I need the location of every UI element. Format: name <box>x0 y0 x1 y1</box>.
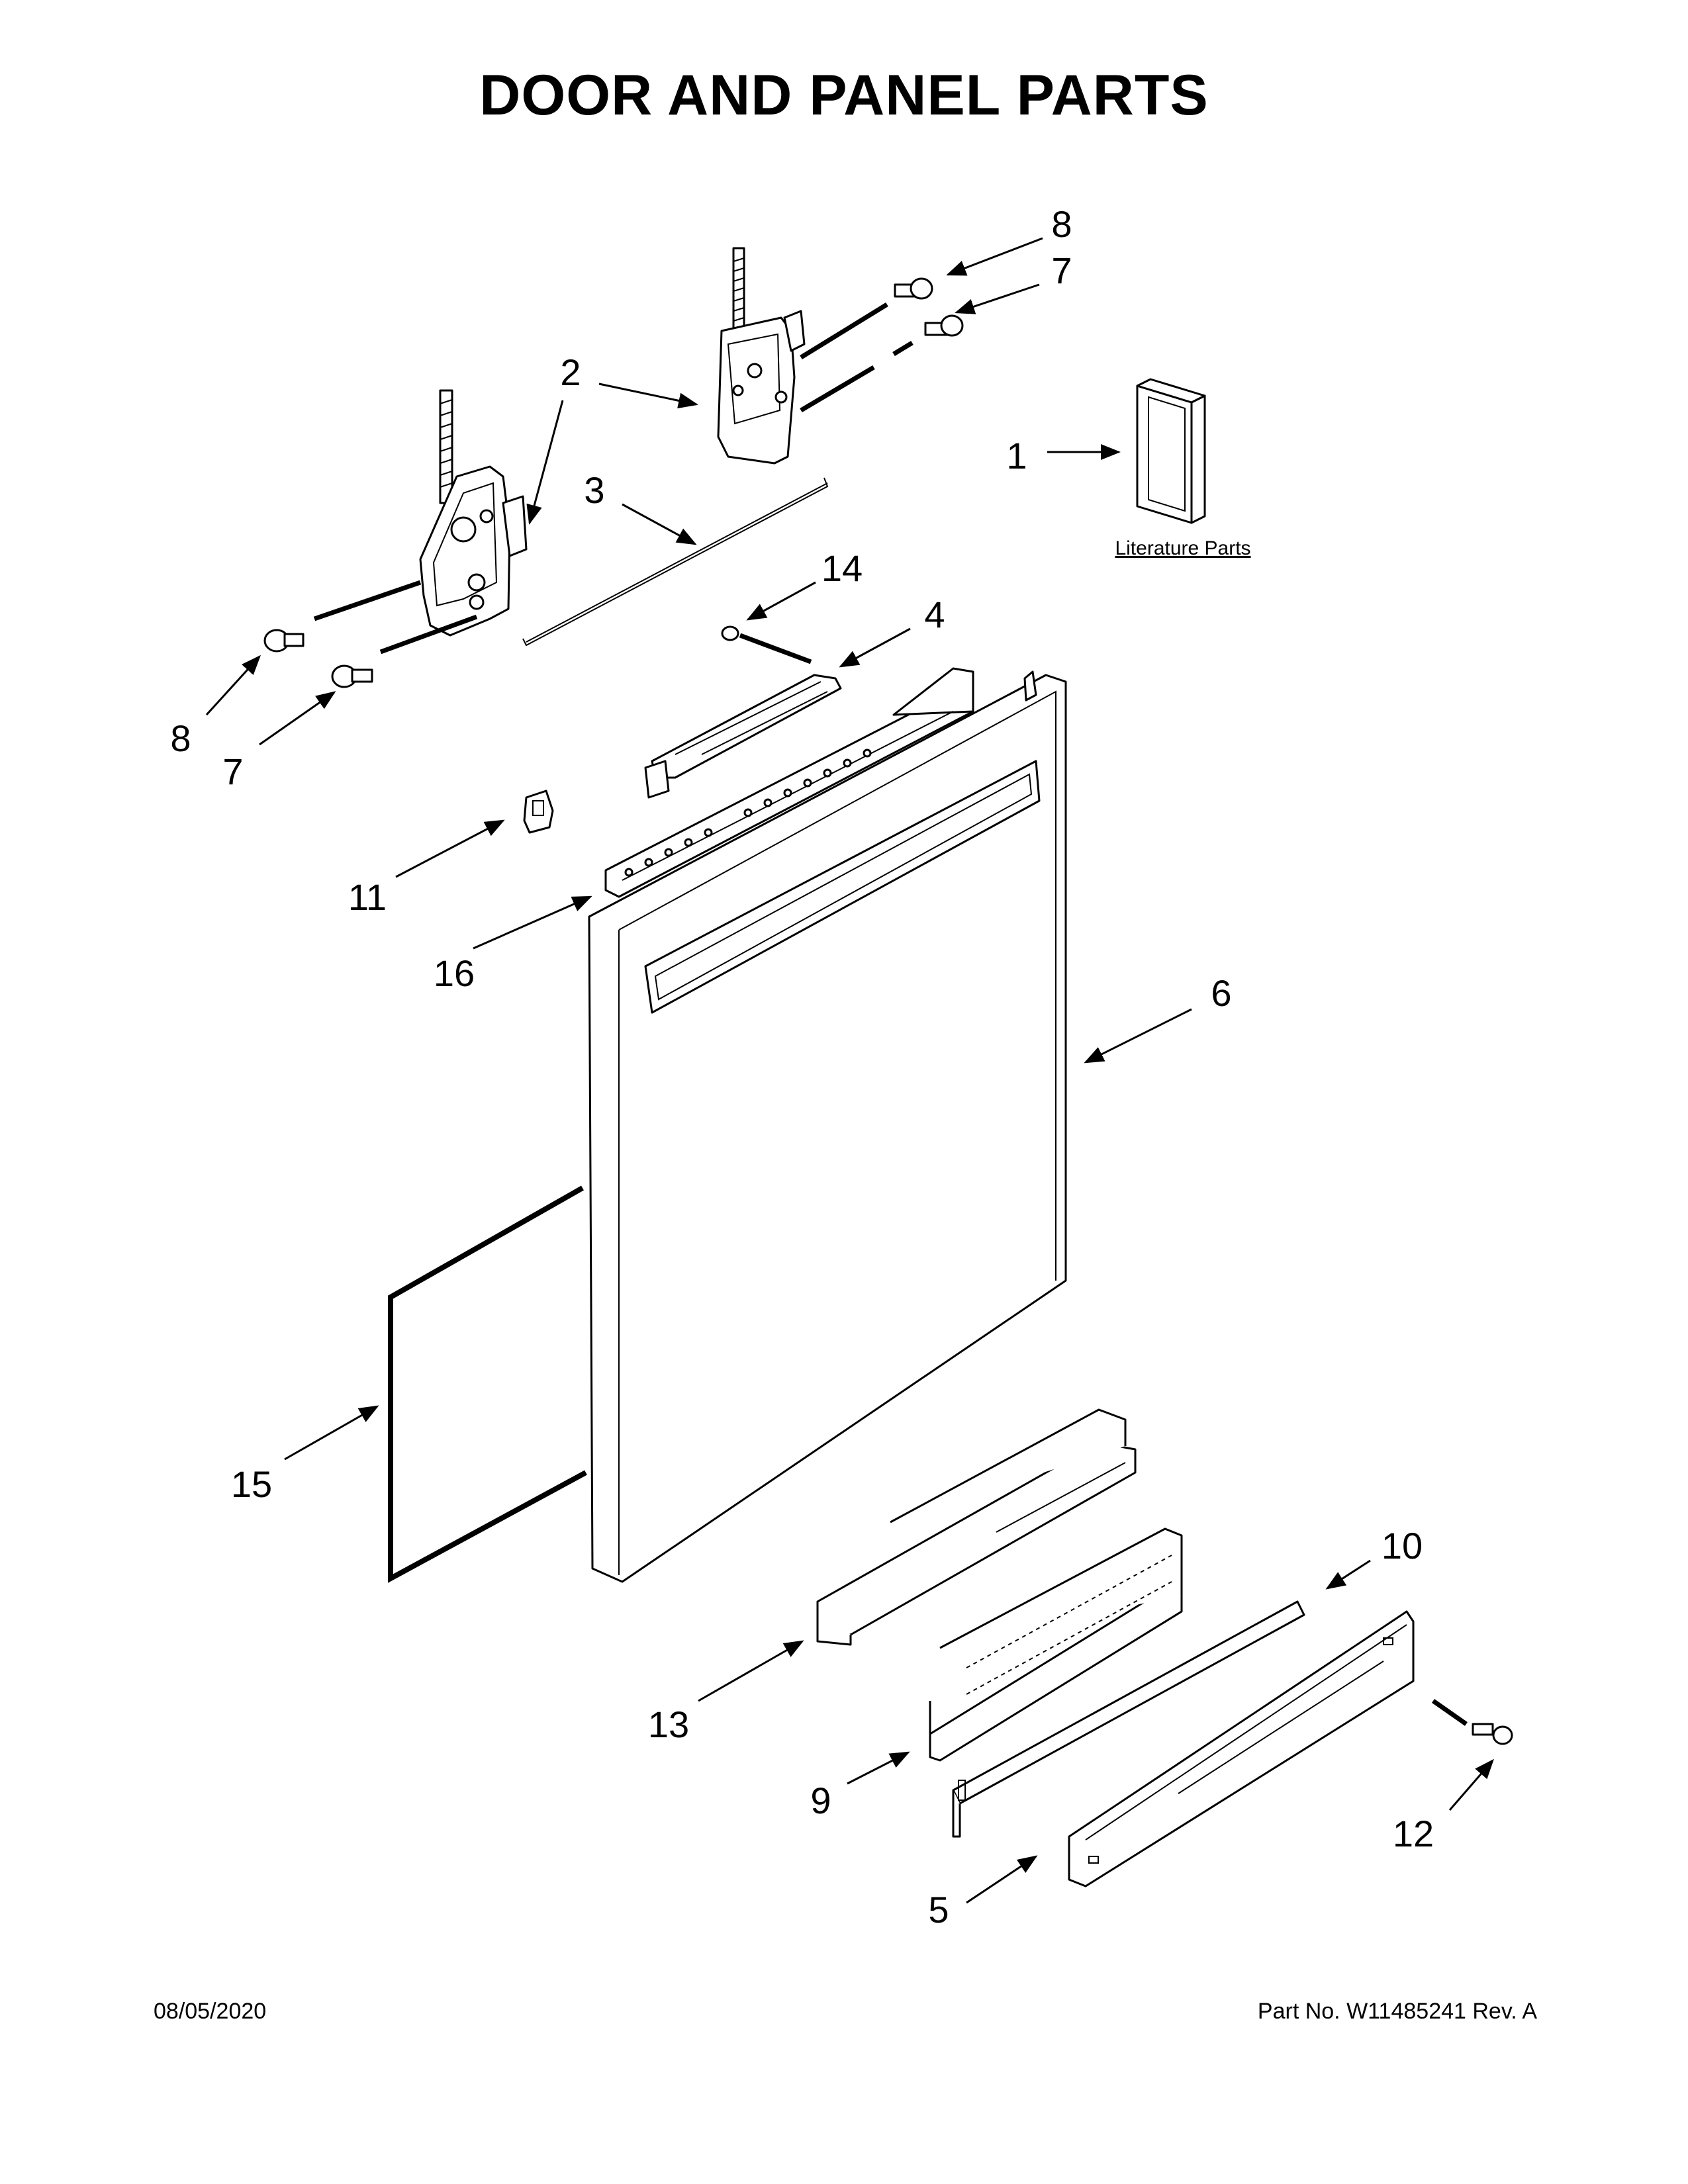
callout-1: 1 <box>1006 435 1027 477</box>
callout-9: 9 <box>810 1780 831 1821</box>
screw-8-left <box>263 629 305 653</box>
callout-13: 13 <box>648 1704 689 1745</box>
callout-7-left: 7 <box>222 751 243 792</box>
toe-panel <box>1068 1610 1415 1888</box>
outer-door-panel <box>588 670 1067 1583</box>
alignment-line-right-lower <box>800 341 914 413</box>
door-switch <box>523 790 554 834</box>
literature-parts-label: Literature Parts <box>1115 537 1250 559</box>
screw-12 <box>1431 1699 1513 1745</box>
door-handle <box>644 674 842 799</box>
callout-2: 2 <box>560 351 581 393</box>
right-hinge-assembly <box>717 247 806 465</box>
screw-7-right <box>924 314 964 337</box>
callout-14: 14 <box>821 547 863 589</box>
control-buttons <box>624 749 872 877</box>
screw-14 <box>721 625 812 664</box>
screw-7-left <box>331 664 373 688</box>
door-gasket <box>388 1185 587 1583</box>
callout-15: 15 <box>231 1463 272 1505</box>
screw-8-right <box>894 277 933 300</box>
toe-panel-insulation-13 <box>816 1408 1137 1646</box>
callout-12: 12 <box>1393 1813 1434 1854</box>
callout-10: 10 <box>1382 1525 1423 1567</box>
callout-4: 4 <box>924 594 945 635</box>
callout-5: 5 <box>928 1889 949 1931</box>
left-hinge-assembly <box>419 389 528 637</box>
callout-11: 11 <box>348 876 387 918</box>
callout-8-left: 8 <box>170 717 191 759</box>
control-panel-trim <box>604 667 974 898</box>
callout-arrows <box>205 237 1494 1904</box>
callout-8-right: 8 <box>1051 203 1072 245</box>
footer-date: 08/05/2020 <box>154 1999 267 2024</box>
callout-3: 3 <box>584 469 604 511</box>
callout-6: 6 <box>1211 972 1231 1014</box>
alignment-line-left-lower <box>379 614 478 655</box>
literature-parts-book <box>1136 378 1206 524</box>
footer-part-number: Part No. W11485241 Rev. A <box>1257 1999 1537 2024</box>
alignment-line-left-upper <box>313 580 422 621</box>
page-title: DOOR AND PANEL PARTS <box>479 64 1209 127</box>
callout-7-right: 7 <box>1051 250 1072 291</box>
callout-16: 16 <box>434 952 475 994</box>
alignment-line-right-upper <box>800 302 888 359</box>
toe-panel-insulation-9 <box>929 1527 1183 1762</box>
door-link-rod <box>522 477 829 647</box>
toe-panel-trim-strip <box>952 1600 1305 1838</box>
